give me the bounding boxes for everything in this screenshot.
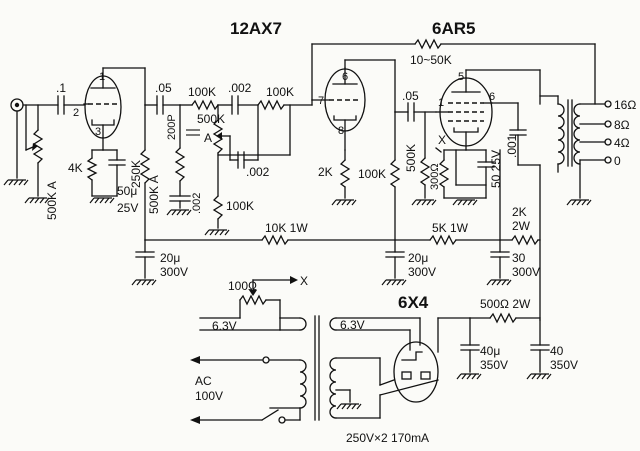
power-transformer: 6.3V 250V×2 170mA bbox=[269, 315, 429, 445]
input-jack bbox=[3, 98, 59, 186]
c-30-v: 300V bbox=[512, 265, 540, 279]
pin-3: 3 bbox=[95, 126, 101, 138]
r-hum-label: 100Ω bbox=[228, 279, 257, 293]
tap-8: 8Ω bbox=[614, 118, 630, 132]
b-plus-rail: 10K 1W 5K 1W 2K 2W bbox=[144, 149, 541, 321]
c-40a-val: 40μ bbox=[480, 344, 500, 358]
plate-capacitor-001: .001 bbox=[491, 102, 541, 166]
volume-potentiometer: 500K A bbox=[24, 104, 59, 220]
pin-o5: 5 bbox=[458, 71, 464, 83]
pin-7: 7 bbox=[318, 95, 324, 107]
r-100k-b-label: 100K bbox=[266, 85, 294, 99]
pin-6: 6 bbox=[342, 71, 348, 83]
r-500k-g-label: 500K bbox=[404, 144, 418, 172]
c-20a-v: 300V bbox=[160, 265, 188, 279]
tube-6ar5: 5 1 6 bbox=[435, 71, 495, 151]
tone-a-label: A bbox=[204, 131, 212, 145]
tube-6x4 bbox=[379, 317, 439, 403]
rectifier-output: 500Ω 2W bbox=[437, 297, 541, 324]
filter-cap-20b: 20μ 300V bbox=[381, 239, 436, 286]
c-30-val: 30 bbox=[512, 251, 526, 265]
r-fb-label: 10~50K bbox=[410, 53, 452, 67]
filter-cap-30: 30 300V bbox=[486, 239, 540, 286]
tube-12ax7-section-2: 6 7 8 bbox=[311, 67, 366, 151]
pin-8: 8 bbox=[338, 125, 344, 137]
c-002-c-label: .002 bbox=[191, 193, 203, 214]
c-20b-val: 20μ bbox=[408, 251, 428, 265]
tube-12ax7-title: 12AX7 bbox=[230, 19, 282, 38]
c-05b-label: .05 bbox=[402, 89, 419, 103]
r-2k-k-label: 2K bbox=[318, 165, 333, 179]
pin-2: 2 bbox=[73, 107, 79, 119]
c-k1-val: 50μ bbox=[117, 184, 137, 198]
r-100k-a-label: 100K bbox=[188, 85, 216, 99]
c-002-b-label: .002 bbox=[246, 165, 270, 179]
r-500k-t-label: 500K bbox=[197, 112, 225, 126]
heater-label-2: 6.3V bbox=[340, 318, 365, 332]
ac-label-1: AC bbox=[195, 374, 212, 388]
tap-4: 4Ω bbox=[614, 136, 630, 150]
c-in-label: .1 bbox=[56, 81, 66, 95]
pin-o1: 1 bbox=[438, 97, 444, 109]
output-transformer: 16Ω 8Ω 4Ω 0 bbox=[465, 69, 636, 206]
heater-label-1: 6.3V bbox=[212, 319, 237, 333]
r-2k2w-b: 2W bbox=[512, 219, 531, 233]
hum-balance-pot: 100Ω X bbox=[228, 274, 308, 319]
r-300-label: 300Ω bbox=[429, 163, 441, 190]
c-k1-v: 25V bbox=[117, 201, 138, 215]
tube-6ar5-title: 6AR5 bbox=[432, 19, 475, 38]
filter-cap-40a: 40μ 350V bbox=[456, 317, 508, 380]
c-001-label: .001 bbox=[505, 134, 519, 158]
tap-0: 0 bbox=[614, 154, 621, 168]
driver-plate-circuit: .05 100K 500K bbox=[344, 59, 437, 241]
c-40b-v: 350V bbox=[550, 358, 578, 372]
heater-wiring: 6.3V bbox=[199, 317, 301, 333]
pin-1: 1 bbox=[99, 71, 105, 83]
hv-label: 250V×2 170mA bbox=[346, 431, 429, 445]
feedback-resistor: 10~50K bbox=[311, 38, 596, 105]
ac-label-2: 100V bbox=[195, 389, 223, 403]
r-500-label: 500Ω 2W bbox=[480, 297, 531, 311]
tube-6x4-title: 6X4 bbox=[398, 293, 429, 312]
c-40b-val: 40 bbox=[550, 344, 564, 358]
c-40a-v: 350V bbox=[480, 358, 508, 372]
c-20b-v: 300V bbox=[408, 265, 436, 279]
tap-16: 16Ω bbox=[614, 98, 636, 112]
x-mark-label: X bbox=[438, 133, 446, 147]
x-hum-label: X bbox=[300, 274, 308, 288]
r-10k-label: 10K 1W bbox=[265, 221, 308, 235]
r-500ka-label: 500K A bbox=[147, 175, 161, 214]
preamp-plate-circuit: .05 250K bbox=[102, 67, 181, 241]
c-002-a-label: .002 bbox=[228, 81, 252, 95]
tone-control-network: 100K .002 100K 500K A 200P .002 100K 500… bbox=[147, 81, 313, 236]
driver-cathode: 2K bbox=[318, 149, 357, 206]
r-k1-label: 4K bbox=[68, 161, 83, 175]
preamp-cathode-circuit: 4K 50μ 25V bbox=[68, 137, 138, 215]
c-05a-label: .05 bbox=[155, 81, 172, 95]
ac-input: AC 100V bbox=[190, 356, 301, 424]
vol-pot-label: 500K A bbox=[45, 181, 59, 220]
r-100k-p-label: 100K bbox=[358, 167, 386, 181]
filter-cap-20a: 20μ 300V bbox=[131, 239, 188, 286]
filter-cap-40b: 40 350V bbox=[526, 319, 578, 380]
c-50-25-label: 50 25V bbox=[489, 150, 503, 188]
r-2k2w-a: 2K bbox=[512, 205, 527, 219]
c-200p-label: 200P bbox=[166, 114, 178, 140]
r-5k-label: 5K 1W bbox=[432, 221, 469, 235]
r-250k-label: 250K bbox=[129, 160, 143, 188]
r-100k-c-label: 100K bbox=[226, 199, 254, 213]
input-coupling-capacitor: .1 bbox=[56, 81, 85, 115]
c-20a-val: 20μ bbox=[160, 251, 180, 265]
pin-o6: 6 bbox=[489, 91, 495, 103]
